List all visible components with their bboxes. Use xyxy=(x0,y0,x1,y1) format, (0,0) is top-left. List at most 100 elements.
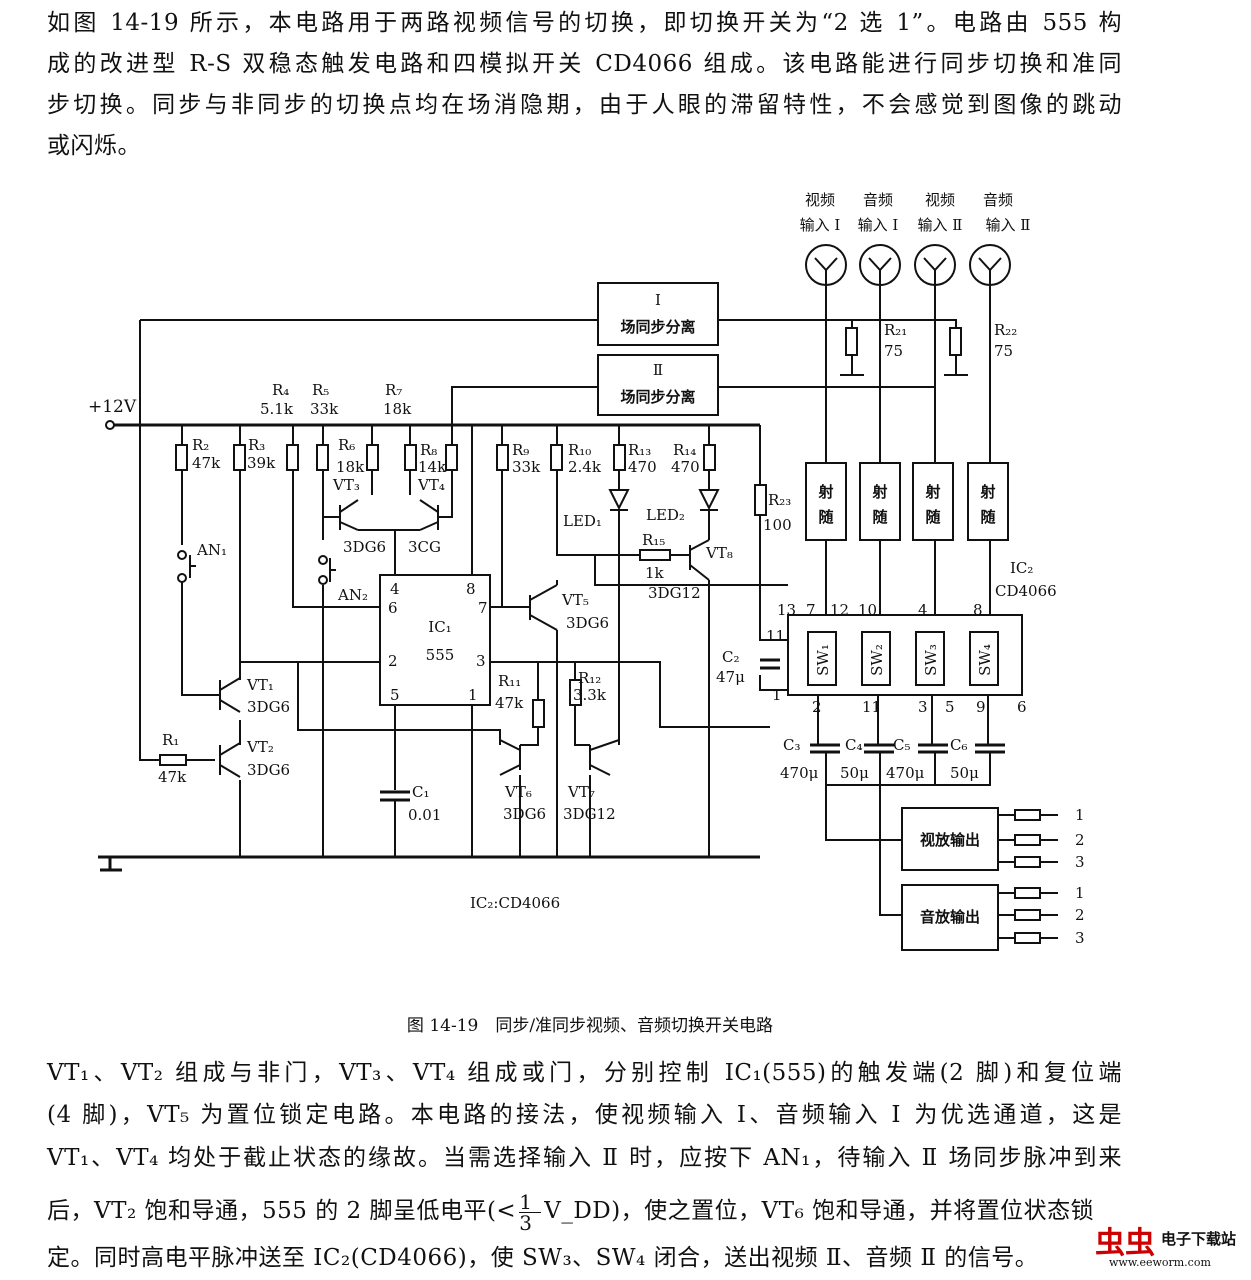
svg-text:C₆: C₆ xyxy=(950,736,968,754)
svg-text:3.3k: 3.3k xyxy=(573,686,607,704)
svg-text:8: 8 xyxy=(973,601,983,619)
svg-text:1: 1 xyxy=(468,686,478,704)
svg-text:47k: 47k xyxy=(495,694,524,712)
svg-text:50μ: 50μ xyxy=(950,764,979,782)
svg-text:2: 2 xyxy=(1075,906,1085,924)
svg-text:VT₃: VT₃ xyxy=(332,476,360,494)
svg-text:射: 射 xyxy=(924,483,940,501)
svg-text:1: 1 xyxy=(1075,884,1085,902)
svg-text:1k: 1k xyxy=(645,564,665,582)
svg-text:随: 随 xyxy=(818,508,833,526)
output-stages: 视放输出 音放输出 1 2 3 1 2 3 xyxy=(901,806,1085,951)
resistors xyxy=(159,327,962,766)
svg-text:11: 11 xyxy=(862,698,881,716)
svg-text:VT₇: VT₇ xyxy=(567,783,595,801)
svg-text:SW₃: SW₃ xyxy=(922,644,940,676)
svg-text:10: 10 xyxy=(858,601,877,619)
svg-text:R₁₄: R₁₄ xyxy=(673,441,696,459)
svg-text:470μ: 470μ xyxy=(780,764,819,782)
svg-text:R₂: R₂ xyxy=(192,436,209,454)
svg-text:R₄: R₄ xyxy=(272,381,289,399)
svg-text:射: 射 xyxy=(871,483,887,501)
ic1-555: IC₁ 555 4 8 6 7 2 3 5 1 xyxy=(379,574,491,706)
svg-text:3DG6: 3DG6 xyxy=(247,698,290,716)
sync-separator-2: Ⅱ 场同步分离 xyxy=(597,354,719,416)
svg-text:VT₁: VT₁ xyxy=(246,676,274,694)
circuit-diagram: Ⅰ 场同步分离 Ⅱ 场同步分离 IC₁ 555 4 8 6 xyxy=(88,191,1085,951)
svg-text:7: 7 xyxy=(806,601,816,619)
svg-text:C₂: C₂ xyxy=(722,648,740,666)
svg-text:R₂₂: R₂₂ xyxy=(994,321,1017,339)
svg-text:470: 470 xyxy=(628,458,657,476)
svg-text:0.01: 0.01 xyxy=(408,806,441,824)
svg-text:75: 75 xyxy=(884,342,903,360)
transistor-icons xyxy=(219,499,710,778)
svg-text:5.1k: 5.1k xyxy=(260,400,294,418)
svg-text:C₁: C₁ xyxy=(412,783,430,801)
svg-text:555: 555 xyxy=(426,646,455,664)
svg-text:输入 Ⅱ: 输入 Ⅱ xyxy=(986,216,1031,234)
svg-text:1: 1 xyxy=(1075,806,1085,824)
svg-text:R₆: R₆ xyxy=(338,436,355,454)
svg-text:C₃: C₃ xyxy=(783,736,801,754)
svg-text:Ⅰ: Ⅰ xyxy=(655,291,661,309)
svg-text:VT₆: VT₆ xyxy=(504,783,532,801)
svg-text:6: 6 xyxy=(1017,698,1027,716)
svg-text:IC₂: IC₂ xyxy=(1010,559,1033,577)
svg-text:3DG6: 3DG6 xyxy=(343,538,386,556)
svg-text:R₁₅: R₁₅ xyxy=(642,531,665,549)
svg-text:AN₂: AN₂ xyxy=(337,586,368,604)
svg-text:音频: 音频 xyxy=(983,191,1013,209)
intro-line: 成的改进型 R-S 双稳态触发电路和四模拟开关 CD4066 组成。该电路能进行… xyxy=(47,51,1122,77)
svg-text:SW₂: SW₂ xyxy=(868,644,886,676)
svg-text:VT₄: VT₄ xyxy=(417,476,445,494)
body-line-part: V_DD)，使之置位，VT₆ 饱和导通，并将置位状态锁 xyxy=(544,1198,1095,1224)
fraction-numerator: 1 xyxy=(519,1189,533,1214)
svg-text:LED₁: LED₁ xyxy=(563,512,602,530)
body-line: VT₁、VT₄ 均处于截止状态的缘故。当需选择输入 Ⅱ 时，应按下 AN₁，待输… xyxy=(47,1145,1122,1171)
svg-text:R₅: R₅ xyxy=(312,381,329,399)
svg-text:33k: 33k xyxy=(512,458,541,476)
svg-text:R₁₃: R₁₃ xyxy=(628,441,651,459)
watermark-url: www.eeworm.com xyxy=(1109,1256,1211,1269)
svg-text:R₉: R₉ xyxy=(512,441,529,459)
wires xyxy=(98,319,940,872)
figure-caption: 图 14-19 同步/准同步视频、音频切换开关电路 xyxy=(406,1016,774,1036)
push-buttons xyxy=(177,550,336,585)
svg-text:7: 7 xyxy=(478,599,488,617)
svg-text:1: 1 xyxy=(772,686,782,704)
svg-text:100: 100 xyxy=(763,516,792,534)
svg-text:Ⅱ: Ⅱ xyxy=(653,361,663,379)
body-line-part: 后，VT₂ 饱和导通，555 的 2 脚呈低电平(< xyxy=(47,1198,517,1224)
svg-text:47k: 47k xyxy=(158,768,187,786)
svg-text:R₃: R₃ xyxy=(248,436,265,454)
svg-text:随: 随 xyxy=(925,508,940,526)
svg-text:场同步分离: 场同步分离 xyxy=(620,388,695,406)
svg-text:3: 3 xyxy=(1075,929,1085,947)
svg-text:3DG6: 3DG6 xyxy=(566,614,609,632)
svg-text:R₂₃: R₂₃ xyxy=(768,491,791,509)
svg-text:13: 13 xyxy=(777,601,796,619)
svg-text:R₁₀: R₁₀ xyxy=(568,441,591,459)
svg-text:C₅: C₅ xyxy=(893,736,911,754)
svg-text:C₄: C₄ xyxy=(845,736,863,754)
svg-text:输入 Ⅰ: 输入 Ⅰ xyxy=(858,216,899,234)
sync-separator-1: Ⅰ 场同步分离 xyxy=(597,282,719,346)
body-line: 定。同时高电平脉冲送至 IC₂(CD4066)，使 SW₃、SW₄ 闭合，送出视… xyxy=(47,1245,1039,1271)
svg-text:视频: 视频 xyxy=(925,191,955,209)
svg-text:SW₄: SW₄ xyxy=(976,644,994,676)
svg-text:AN₁: AN₁ xyxy=(196,541,227,559)
input-connectors: 视频 输入 Ⅰ 音频 输入 Ⅰ 视频 输入 Ⅱ 音频 输入 Ⅱ xyxy=(800,191,1040,939)
svg-text:输入 Ⅰ: 输入 Ⅰ xyxy=(800,216,841,234)
svg-text:39k: 39k xyxy=(247,454,276,472)
intro-line: 或闪烁。 xyxy=(47,133,141,159)
svg-text:2.4k: 2.4k xyxy=(568,458,602,476)
svg-text:IC₂:CD4066: IC₂:CD4066 xyxy=(470,894,560,912)
svg-text:R₁₁: R₁₁ xyxy=(498,672,521,690)
led-icon xyxy=(608,489,720,511)
svg-text:6: 6 xyxy=(388,599,398,617)
svg-text:VT₈: VT₈ xyxy=(705,544,733,562)
